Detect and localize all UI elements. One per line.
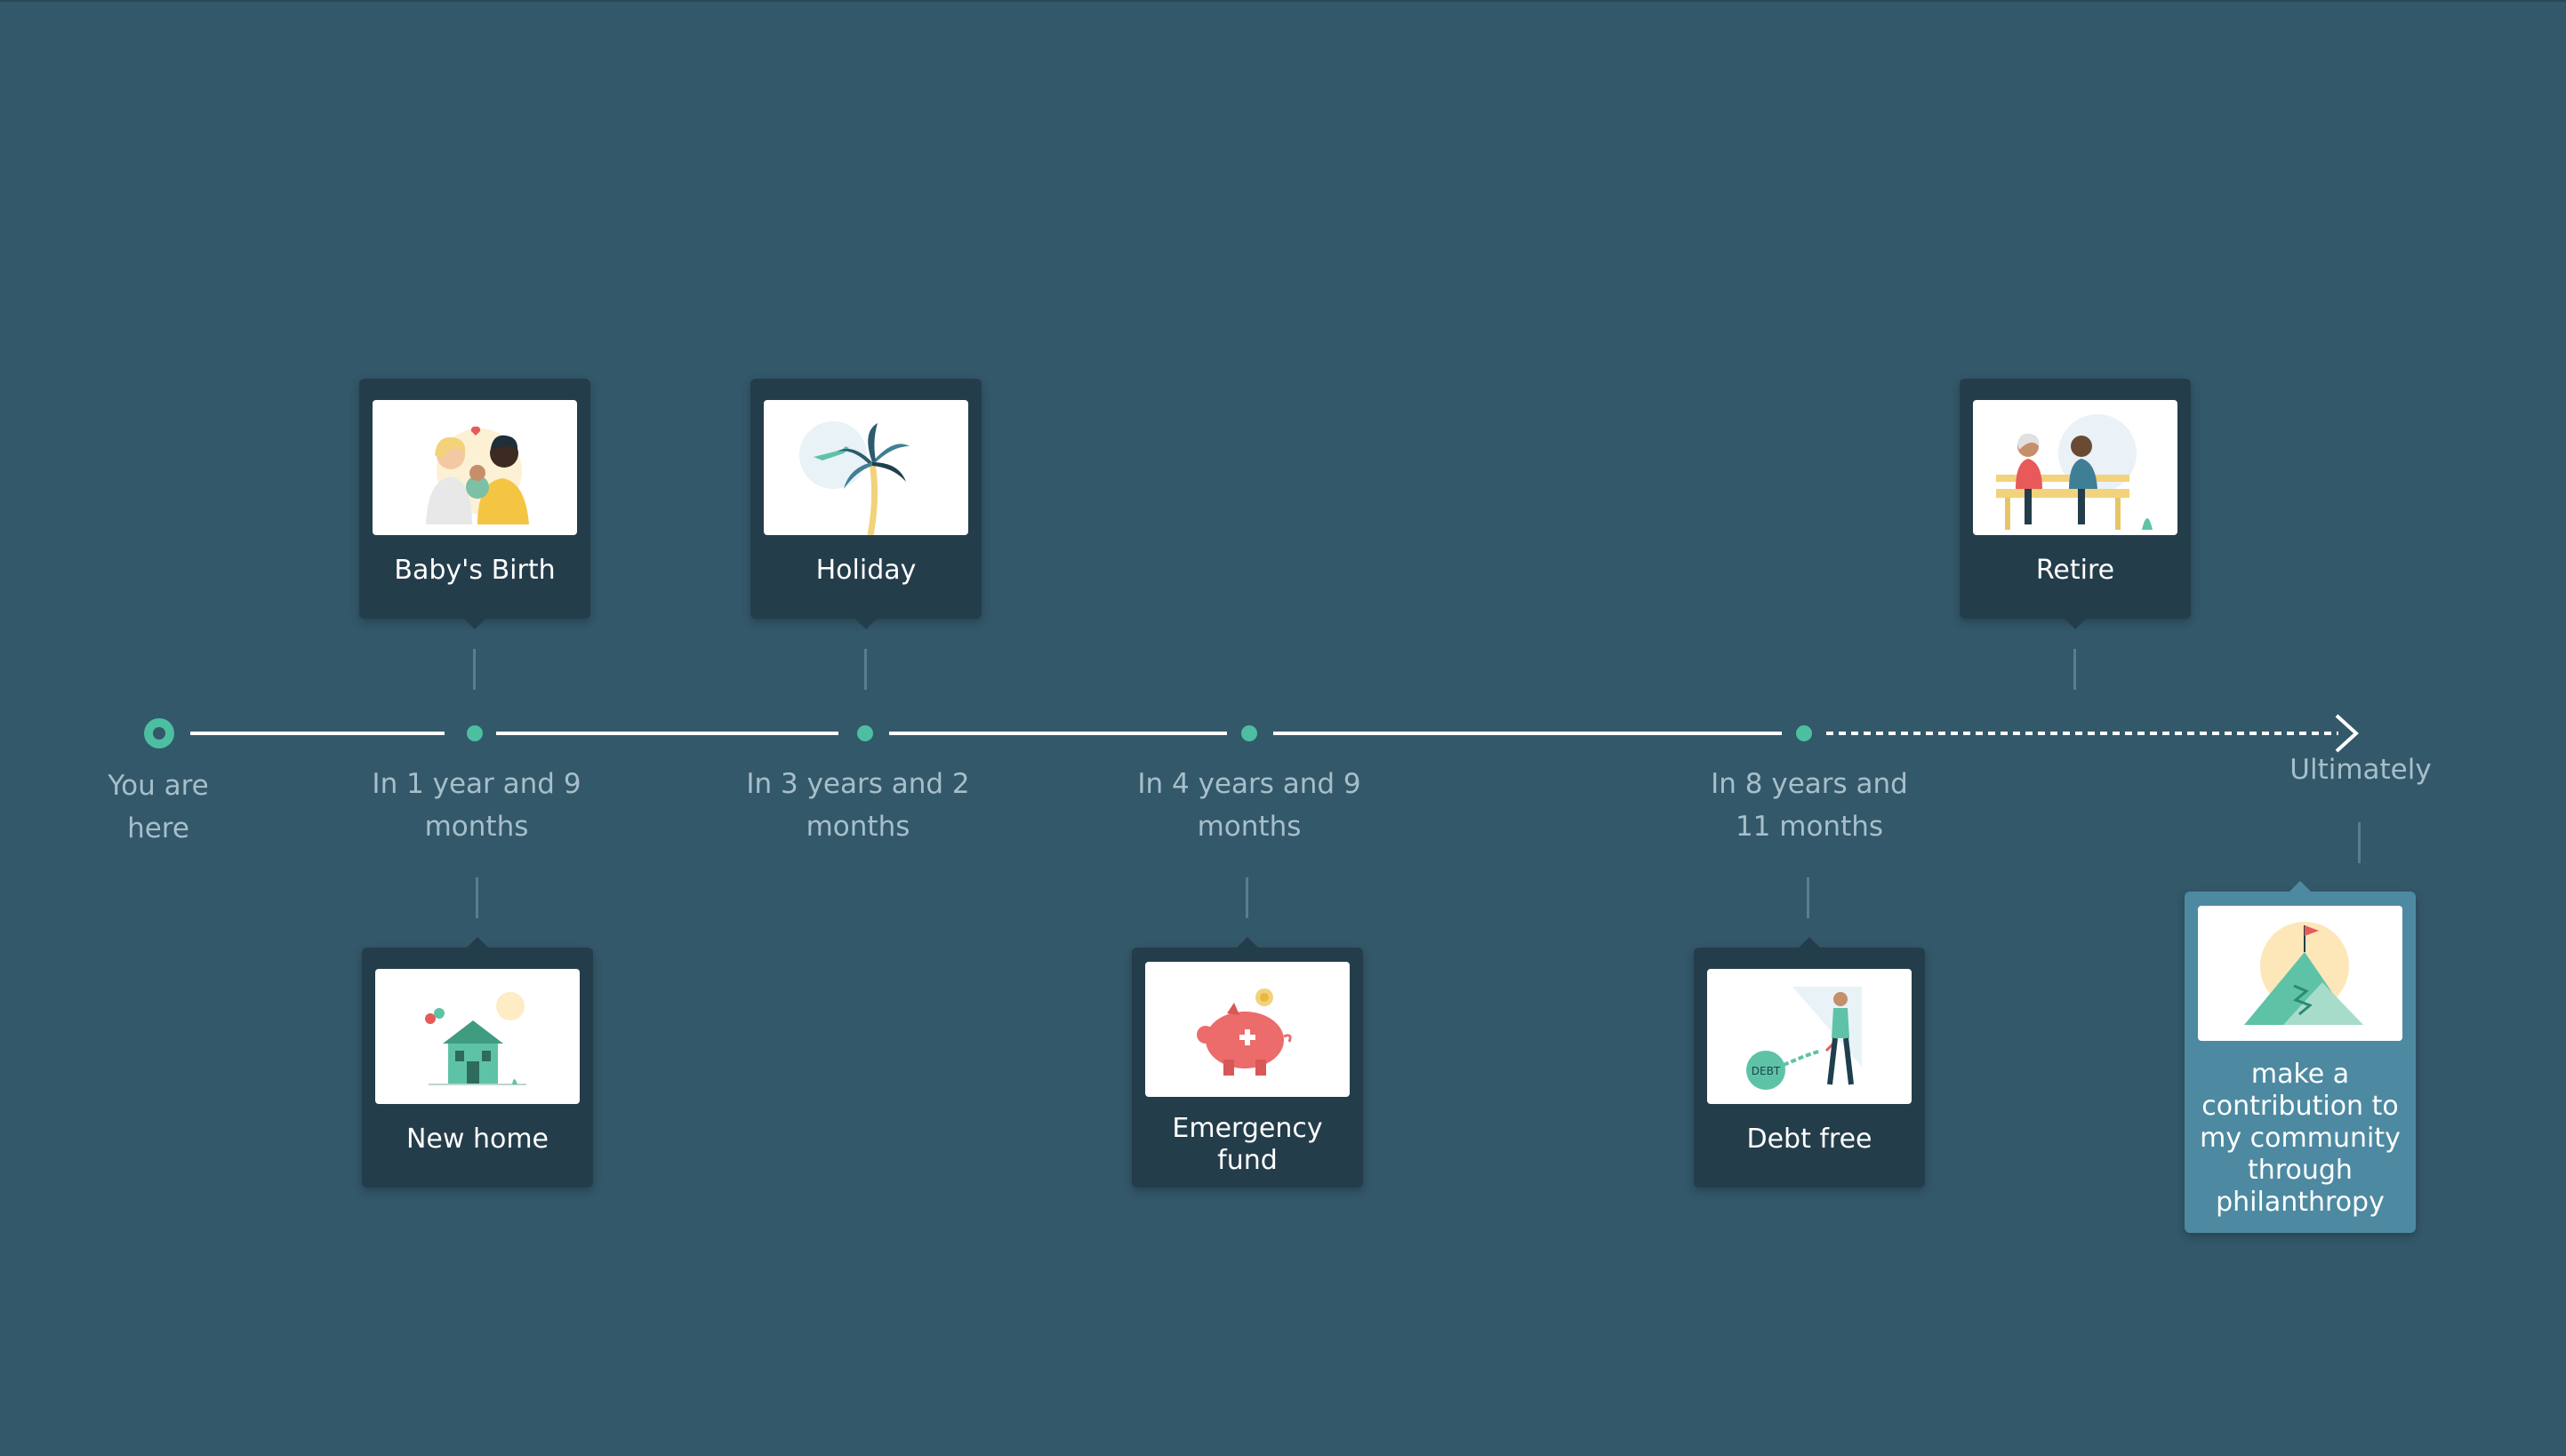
card-pointer <box>467 937 488 948</box>
connector <box>2358 822 2361 863</box>
palm-tree-plane-illustration <box>764 400 968 535</box>
goal-card-debt-free[interactable]: DEBT Debt free <box>1694 937 1925 1188</box>
connector <box>1246 877 1248 918</box>
marker-time-label: In 4 years and 9 months <box>1137 768 1361 843</box>
goal-label: make a contribution to my community thro… <box>2200 1059 2401 1218</box>
piggy-bank-illustration <box>1145 962 1350 1097</box>
marker-dot-3[interactable] <box>1241 725 1257 741</box>
card-pointer <box>855 619 877 629</box>
card-pointer <box>464 619 485 629</box>
goal-card-holiday[interactable]: Holiday <box>750 379 982 629</box>
card-pointer <box>2065 619 2086 629</box>
mountain-flag-illustration <box>2198 906 2402 1041</box>
marker-dot-1[interactable] <box>467 725 483 741</box>
goal-card-babys-birth[interactable]: Baby's Birth <box>359 379 590 629</box>
svg-text:DEBT: DEBT <box>1752 1065 1781 1077</box>
connector <box>864 649 867 690</box>
marker-time-label: In 3 years and 2 months <box>746 768 970 843</box>
goal-card-new-home[interactable]: New home <box>362 937 593 1188</box>
marker-time-label: In 1 year and 9 months <box>372 768 581 843</box>
goal-label: Holiday <box>815 555 917 586</box>
goal-card-philanthropy[interactable]: make a contribution to my community thro… <box>2185 881 2416 1233</box>
family-illustration <box>373 400 577 535</box>
goal-label: Baby's Birth <box>394 555 556 586</box>
connector <box>1807 877 1809 918</box>
timeline-arrow-head <box>2335 714 2359 753</box>
goal-label: New home <box>405 1124 549 1155</box>
goal-label: Emergency fund <box>1172 1113 1323 1176</box>
goal-label: Debt free <box>1746 1124 1872 1155</box>
start-label: You are here <box>108 770 209 844</box>
marker-dot-4[interactable] <box>1796 725 1812 741</box>
retired-couple-bench-illustration <box>1973 400 2177 535</box>
connector <box>476 877 478 918</box>
goal-card-retire[interactable]: Retire <box>1960 379 2191 629</box>
broken-chain-illustration: DEBT <box>1707 969 1912 1104</box>
connector <box>473 649 476 690</box>
card-pointer <box>2289 881 2311 892</box>
start-marker <box>144 718 174 748</box>
goal-label: Retire <box>2035 555 2115 586</box>
goal-card-emergency-fund[interactable]: Emergency fund <box>1132 937 1363 1188</box>
marker-time-label: In 8 years and 11 months <box>1711 768 1908 843</box>
card-pointer <box>1799 937 1820 948</box>
window-top-border <box>0 0 2566 2</box>
connector <box>2073 649 2076 690</box>
end-label: Ultimately <box>2289 754 2432 786</box>
card-pointer <box>1237 937 1258 948</box>
house-illustration <box>375 969 580 1104</box>
marker-dot-2[interactable] <box>857 725 873 741</box>
